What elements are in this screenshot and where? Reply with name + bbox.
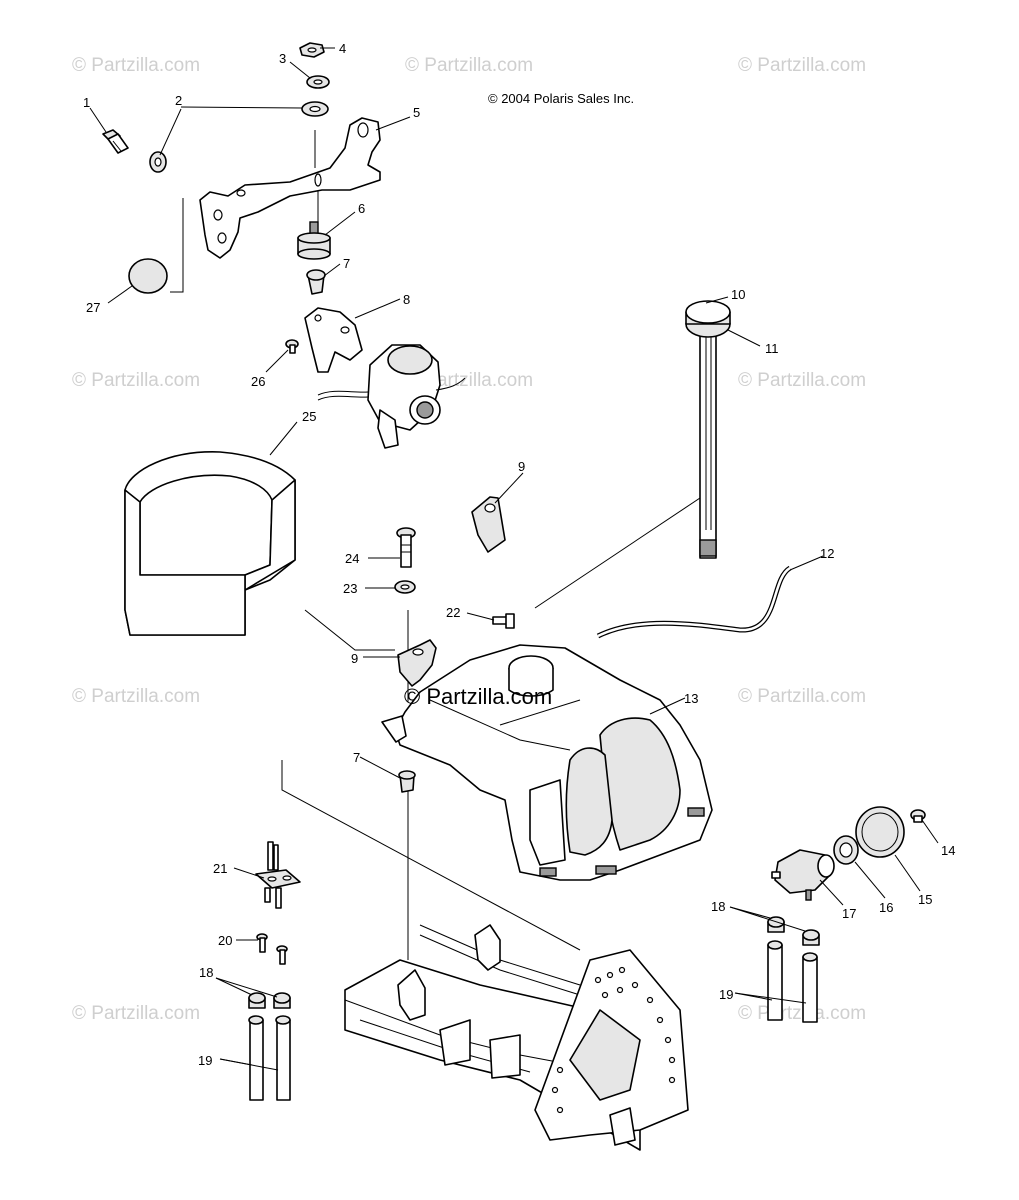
grommet-part-7[interactable]: [306, 269, 326, 295]
callout-12[interactable]: 12: [820, 546, 834, 561]
callout-26[interactable]: 26: [251, 374, 265, 389]
cap-part-18[interactable]: [767, 916, 820, 946]
watermark: © Partzilla.com: [72, 370, 200, 391]
callout-4[interactable]: 4: [339, 41, 346, 56]
watermark: © Partzilla.com: [738, 370, 866, 391]
watermark: © Partzilla.com: [738, 1003, 866, 1024]
callout-20[interactable]: 20: [218, 933, 232, 948]
clip-part-9[interactable]: [471, 496, 506, 553]
cap-part-18[interactable]: [248, 992, 291, 1009]
center-watermark: © Partzilla.com: [404, 684, 552, 709]
callout-17[interactable]: 17: [842, 906, 856, 921]
callout-3[interactable]: 3: [279, 51, 286, 66]
foam-filter-part-25[interactable]: [124, 451, 296, 636]
callout-18[interactable]: 18: [711, 899, 725, 914]
fuel-tank-part-13[interactable]: [381, 644, 713, 881]
watermark: © Partzilla.com: [738, 686, 866, 707]
bolt-part-1[interactable]: [102, 129, 129, 154]
watermark: © Partzilla.com: [405, 55, 533, 76]
washer-part-2[interactable]: [149, 101, 329, 173]
callout-23[interactable]: 23: [343, 581, 357, 596]
watermark: © Partzilla.com: [738, 55, 866, 76]
callout-19[interactable]: 19: [198, 1053, 212, 1068]
callout-11[interactable]: 11: [765, 341, 779, 356]
callout-25[interactable]: 25: [302, 409, 316, 424]
callout-labels: 1 2 3 4 5 6 7 8 9 10 11 12 13 14 15 16 1…: [83, 41, 955, 1068]
plate-part-8[interactable]: [304, 307, 363, 373]
callout-27[interactable]: 27: [86, 300, 100, 315]
callout-14[interactable]: 14: [941, 843, 955, 858]
callout-6[interactable]: 6: [358, 201, 365, 216]
callout-10[interactable]: 10: [731, 287, 745, 302]
watermark: © Partzilla.com: [72, 686, 200, 707]
callout-18[interactable]: 18: [199, 965, 213, 980]
callout-9[interactable]: 9: [518, 459, 525, 474]
callout-7[interactable]: 7: [343, 256, 350, 271]
callout-24[interactable]: 24: [345, 551, 359, 566]
mount-part-6[interactable]: [297, 221, 331, 260]
disc-part-15[interactable]: [855, 806, 905, 858]
frame-chassis: [344, 924, 689, 1151]
valve-part-17[interactable]: [771, 849, 835, 901]
bolt-part-24[interactable]: [396, 527, 416, 568]
leader-lines: [89, 47, 939, 1071]
callout-1[interactable]: 1: [83, 95, 90, 110]
callout-15[interactable]: 15: [918, 892, 932, 907]
callout-7[interactable]: 7: [353, 750, 360, 765]
screw-part-20[interactable]: [256, 933, 288, 965]
bracket-part-5[interactable]: [199, 117, 381, 259]
sleeve-part-19[interactable]: [767, 940, 818, 1023]
screw-part-26[interactable]: [285, 339, 299, 354]
fuel-hose-part-12[interactable]: [596, 565, 792, 639]
copyright-notice: © 2004 Polaris Sales Inc.: [488, 91, 634, 106]
screw-part-14[interactable]: [910, 809, 926, 823]
assembly-lines: [170, 130, 713, 960]
callout-16[interactable]: 16: [879, 900, 893, 915]
watermark: © Partzilla.com: [72, 1003, 200, 1024]
nut-part-16[interactable]: [833, 835, 859, 865]
callout-22[interactable]: 22: [446, 605, 460, 620]
fuel-valve-part-21[interactable]: [255, 841, 301, 909]
fitting-part-22[interactable]: [492, 613, 515, 629]
callout-9[interactable]: 9: [351, 651, 358, 666]
nut-part-4[interactable]: [299, 42, 325, 58]
grommet-part-7[interactable]: [398, 770, 416, 793]
carburetor[interactable]: [317, 344, 466, 449]
cap-part-27[interactable]: [128, 258, 168, 294]
callout-8[interactable]: 8: [403, 292, 410, 307]
clip-part-9[interactable]: [397, 639, 437, 687]
callout-2[interactable]: 2: [175, 93, 182, 108]
callout-21[interactable]: 21: [213, 861, 227, 876]
callout-5[interactable]: 5: [413, 105, 420, 120]
fuel-cap-part-10[interactable]: [685, 300, 731, 559]
callout-19[interactable]: 19: [719, 987, 733, 1002]
sleeve-part-19[interactable]: [248, 1015, 291, 1101]
washer-part-3[interactable]: [306, 75, 330, 89]
watermark: © Partzilla.com: [72, 55, 200, 76]
callout-13[interactable]: 13: [684, 691, 698, 706]
washer-part-23[interactable]: [394, 580, 416, 594]
